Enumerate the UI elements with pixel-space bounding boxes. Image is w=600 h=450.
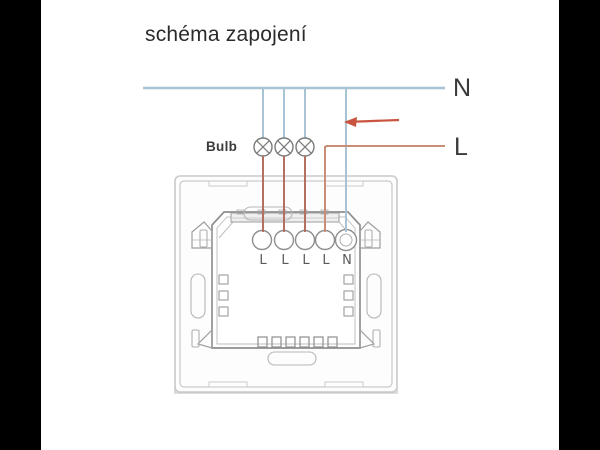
plate-oval-slots — [190, 206, 382, 366]
mounting-claws — [191, 221, 381, 349]
bulb-symbols — [253, 137, 315, 157]
neutral-drop-wires — [262, 88, 306, 138]
terminal-label-N-in: N — [342, 253, 352, 268]
neutral-line-label: N — [453, 74, 472, 102]
page-title: schéma zapojení — [145, 23, 307, 46]
live-line-pointer-arrow — [344, 117, 400, 127]
letterbox-bar-left — [0, 0, 41, 450]
side-contact-pads — [218, 274, 354, 317]
bulb-3 — [295, 137, 315, 157]
live-supply-wire — [324, 145, 445, 232]
bulb-2 — [274, 137, 294, 157]
terminal-label-L-in: L — [322, 253, 330, 268]
diagram-canvas: schéma zapojení N L Bulb — [41, 0, 559, 450]
bulb-group-label: Bulb — [206, 139, 238, 154]
bottom-pin-row — [257, 336, 338, 348]
terminal-label-L3: L — [302, 253, 310, 268]
terminal-label-L1: L — [259, 253, 267, 268]
letterbox-bar-right — [559, 0, 600, 450]
bulb-1 — [253, 137, 273, 157]
live-line-label: L — [454, 133, 468, 161]
bulb-return-wires — [262, 156, 306, 232]
wiring-diagram-artwork — [143, 86, 445, 394]
terminal-screws — [251, 228, 358, 252]
terminal-label-L2: L — [281, 253, 289, 268]
plate-rect-slots — [191, 229, 381, 348]
